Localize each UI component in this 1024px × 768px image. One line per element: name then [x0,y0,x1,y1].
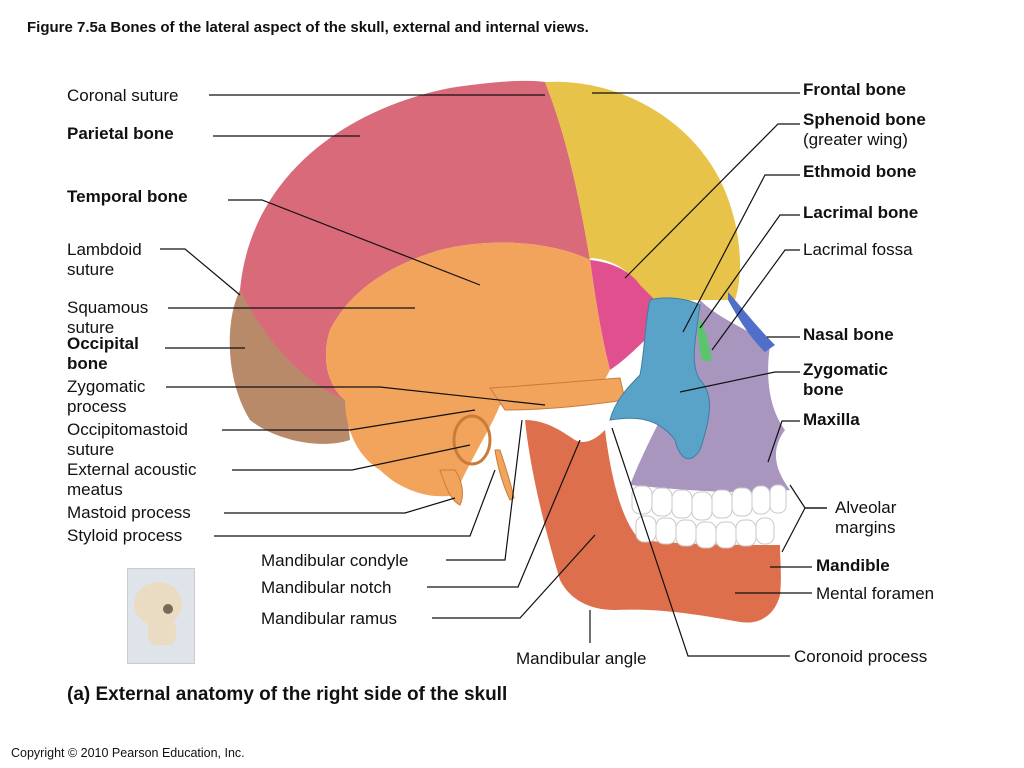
label-occipitomastoid-suture: Occipitomastoid suture [67,420,188,460]
label-nasal-bone: Nasal bone [803,325,894,344]
teeth [631,484,787,549]
label-ethmoid-bone: Ethmoid bone [803,162,917,181]
label-mastoid-process: Mastoid process [67,503,191,522]
label-mandibular-ramus: Mandibular ramus [261,609,398,628]
label-external-acoustic-meatus-line1: External acoustic [67,460,197,479]
label-coronoid-process: Coronoid process [794,647,928,666]
leader-lines [160,92,827,657]
label-sphenoid-bone-line1: Sphenoid bone [803,110,926,129]
label-alveolar-margins: Alveolar margins [835,498,896,538]
label-styloid-process: Styloid process [67,526,183,545]
temporal-bone-region [325,242,610,497]
label-frontal-bone: Frontal bone [803,80,906,99]
label-zygomatic-bone-line1: Zygomatic [803,360,889,379]
label-mental-foramen: Mental foramen [816,584,935,603]
label-squamous-suture: Squamous suture [67,298,148,338]
label-occipital-bone-line1: Occipital [67,334,139,353]
label-lambdoid-suture-line2: suture [67,260,115,279]
label-occipitomastoid-suture-line2: suture [67,440,115,459]
copyright-notice: Copyright © 2010 Pearson Education, Inc. [11,746,245,760]
frontal-bone-region [545,81,740,303]
label-external-acoustic-meatus: External acoustic meatus [67,460,196,500]
label-occipital-bone-line2: bone [67,354,108,373]
zygomatic-bone-region [609,297,710,460]
label-mandible: Mandible [816,556,890,575]
label-external-acoustic-meatus-line2: meatus [67,480,123,499]
label-sphenoid-bone-line2: (greater wing) [803,130,908,149]
label-mandibular-angle: Mandibular angle [516,649,647,668]
sphenoid-bone-region [590,260,655,370]
parietal-bone-region [240,80,590,400]
label-zygomatic-process-line2: process [67,397,127,416]
label-mandibular-notch: Mandibular notch [261,578,392,597]
label-parietal-bone: Parietal bone [67,124,174,143]
label-zygomatic-process-line1: Zygomatic [67,377,146,396]
styloid-process-shape [494,449,515,501]
occipital-bone-region [229,290,350,444]
label-occipitomastoid-suture-line1: Occipitomastoid [67,420,188,439]
label-zygomatic-process: Zygomatic process [67,377,145,417]
label-mandibular-condyle: Mandibular condyle [261,551,409,570]
label-sphenoid-bone: Sphenoid bone (greater wing) [803,110,926,150]
label-lacrimal-fossa: Lacrimal fossa [803,240,913,259]
figure-title: Figure 7.5a Bones of the lateral aspect … [27,19,589,36]
label-maxilla: Maxilla [803,410,860,429]
label-squamous-suture-line1: Squamous [67,298,149,317]
label-lambdoid-suture-line1: Lambdoid [67,240,142,259]
external-acoustic-meatus-shape [452,414,492,466]
skull-orientation-thumbnail [127,568,195,664]
skull-thumbnail-icon [134,582,182,645]
label-occipital-bone: Occipital bone [67,334,139,374]
label-lacrimal-bone: Lacrimal bone [803,203,919,222]
lacrimal-bone-region [697,318,712,362]
mandible-region [525,420,781,623]
label-zygomatic-bone: Zygomatic bone [803,360,888,400]
label-alveolar-margins-line2: margins [835,518,896,537]
label-coronal-suture: Coronal suture [67,86,179,105]
mastoid-process-shape [439,469,463,506]
label-lambdoid-suture: Lambdoid suture [67,240,142,280]
nasal-bone-region [728,292,775,352]
label-temporal-bone: Temporal bone [67,187,188,206]
maxilla-region [630,300,790,493]
zygomatic-process-region [489,377,626,411]
label-alveolar-margins-line1: Alveolar [835,498,897,517]
label-zygomatic-bone-line2: bone [803,380,844,399]
label-squamous-suture-line2: suture [67,318,115,337]
figure-caption: (a) External anatomy of the right side o… [67,684,508,705]
